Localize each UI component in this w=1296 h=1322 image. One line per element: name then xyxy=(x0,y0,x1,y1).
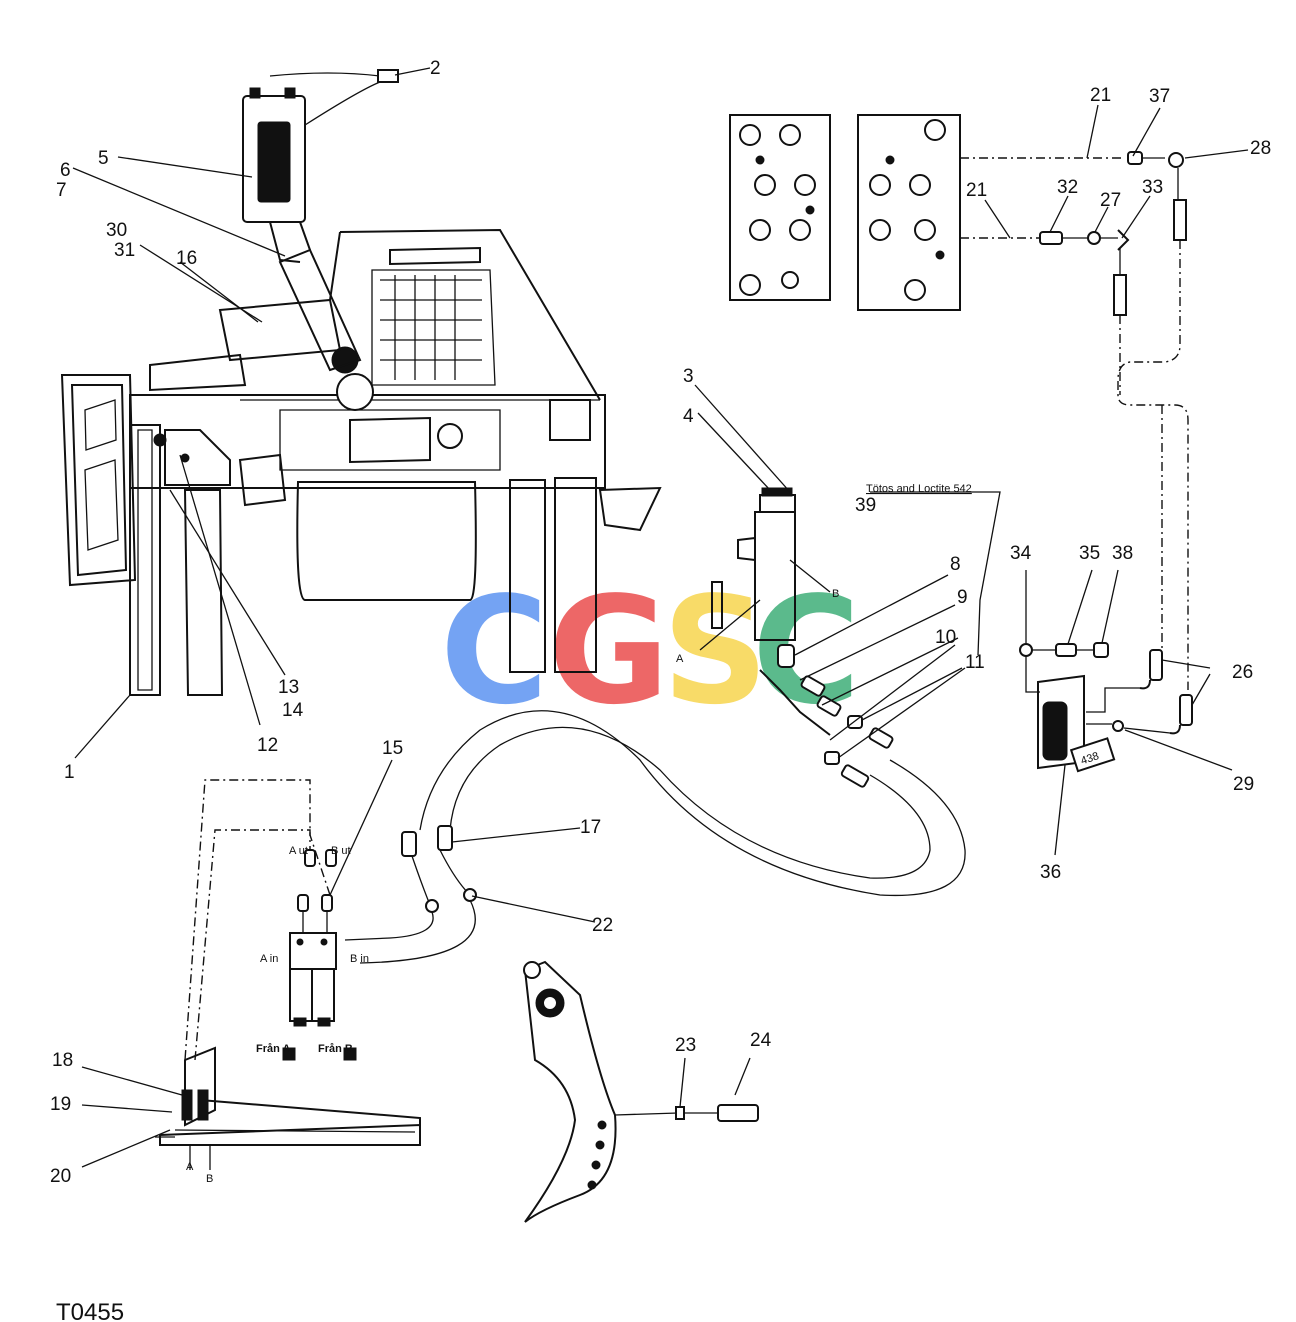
callout-29: 29 xyxy=(1233,774,1254,795)
callout-26: 26 xyxy=(1232,662,1253,683)
callout-8: 8 xyxy=(950,554,961,575)
callout-21a: 21 xyxy=(1090,85,1111,106)
filter-assembly-drawing xyxy=(699,487,894,788)
port-label-b-bracket: B xyxy=(206,1173,213,1185)
port-label-a: A xyxy=(676,653,684,665)
callout-35: 35 xyxy=(1079,543,1100,564)
callout-4: 4 xyxy=(683,406,694,427)
callout-33: 33 xyxy=(1142,177,1163,198)
watermark: C G S C xyxy=(440,565,861,737)
callout-36: 36 xyxy=(1040,862,1061,883)
port-label-b-out: B ut xyxy=(331,845,351,857)
callout-9: 9 xyxy=(957,587,968,608)
callout-12: 12 xyxy=(257,735,278,756)
callout-27: 27 xyxy=(1100,190,1121,211)
callout-24: 24 xyxy=(750,1030,772,1051)
machine-frame-drawing xyxy=(60,69,662,696)
port-label-b: B xyxy=(832,588,839,600)
callout-3: 3 xyxy=(683,366,694,387)
figure-reference: T0455 xyxy=(56,1299,124,1322)
callout-23: 23 xyxy=(675,1035,696,1056)
callout-38: 38 xyxy=(1112,543,1133,564)
hoses-drawing xyxy=(344,710,966,964)
watermark-letter-s: S xyxy=(662,565,769,737)
callout-7: 7 xyxy=(56,180,67,201)
callout-11: 11 xyxy=(965,652,985,673)
callout-19: 19 xyxy=(50,1094,71,1115)
port-label-b-in: B in xyxy=(350,953,369,965)
callout-21b: 21 xyxy=(966,180,987,201)
port-label-from-a: Från A xyxy=(256,1043,290,1055)
callout-10: 10 xyxy=(935,627,956,648)
part-tag: 438 xyxy=(1079,750,1100,767)
control-valve-drawing xyxy=(184,779,357,1061)
callout-30: 30 xyxy=(106,220,127,241)
callout-2: 2 xyxy=(430,58,441,79)
assembly-note: Tötos and Loctite 542 xyxy=(866,483,972,495)
callout-1: 1 xyxy=(64,762,75,783)
callout-39: 39 xyxy=(855,495,876,516)
callout-18: 18 xyxy=(52,1050,73,1071)
watermark-letter-c: C xyxy=(440,565,549,737)
callout-6: 6 xyxy=(60,160,71,181)
callout-31: 31 xyxy=(114,240,135,261)
port-labels: A ut B ut A in B in Från A Från B A B A … xyxy=(186,483,972,1185)
callout-20: 20 xyxy=(50,1166,71,1187)
valve-blocks-drawing xyxy=(729,114,1193,735)
callout-14: 14 xyxy=(282,700,304,721)
callout-5: 5 xyxy=(98,148,109,169)
callout-32: 32 xyxy=(1057,177,1078,198)
port-label-a-out: A ut xyxy=(289,845,308,857)
callout-15: 15 xyxy=(382,738,403,759)
callout-17: 17 xyxy=(580,817,601,838)
port-label-a-bracket: A xyxy=(186,1161,194,1173)
attachment-bracket-drawing xyxy=(155,1046,421,1170)
callout-16: 16 xyxy=(176,248,197,269)
callout-13: 13 xyxy=(278,677,299,698)
callout-37: 37 xyxy=(1149,86,1170,107)
port-label-from-b: Från B xyxy=(318,1043,353,1055)
part-tag-box xyxy=(1069,737,1116,773)
watermark-letter-c2: C xyxy=(752,565,861,737)
leader-lines xyxy=(72,67,1249,1168)
callout-numbers: 1 2 3 4 5 6 7 8 9 10 11 12 13 14 15 16 1… xyxy=(50,58,1271,1187)
callout-28: 28 xyxy=(1250,138,1271,159)
port-label-a-in: A in xyxy=(260,953,278,965)
solenoid-valve-drawing: 438 xyxy=(1019,642,1171,773)
ripper-tooth-drawing xyxy=(523,960,759,1223)
callout-22: 22 xyxy=(592,915,613,936)
callout-34: 34 xyxy=(1010,543,1032,564)
watermark-letter-g: G xyxy=(548,565,669,737)
